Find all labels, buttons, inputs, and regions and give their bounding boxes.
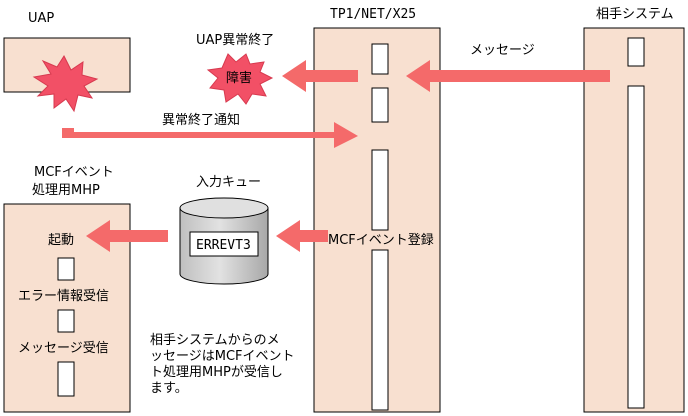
tp1-label: TP1/NET/X25 [330, 7, 416, 22]
message-label: メッセージ [470, 43, 535, 58]
failure-burst [206, 53, 274, 105]
input-queue-label: 入力キュー [196, 175, 261, 190]
error-info-recv-label: エラー情報受信 [18, 289, 109, 304]
partner-label: 相手システム [596, 7, 674, 22]
uap-failure-burst [32, 54, 99, 113]
note-line-2: ッセージはMCFイベント [150, 349, 295, 364]
mcf-event-register-arrow [276, 220, 328, 252]
note-line-3: ト処理用MHPが受信し [150, 365, 283, 380]
message-recv-label: メッセージ受信 [18, 341, 109, 356]
input-queue-top [179, 197, 269, 219]
mcf-event-mhp-label-2: 処理用MHP [32, 183, 100, 198]
note-line-1: 相手システムからのメ [150, 333, 280, 348]
mcf-event-register-label: MCFイベント登録 [328, 233, 434, 248]
mcf-event-mhp-label-1: MCFイベント [34, 165, 114, 180]
abnormal-end-notify-arrow [62, 122, 358, 148]
startup-label: 起動 [48, 233, 74, 248]
failure-arrow [282, 60, 358, 92]
partner-slot-2 [627, 85, 645, 409]
note-line-4: ます。 [150, 381, 188, 396]
failure-label: 障害 [226, 70, 252, 86]
mhp-slot-2 [57, 309, 75, 333]
partner-slot-1 [627, 37, 645, 67]
uap-label: UAP [28, 11, 54, 26]
errevt3-box [189, 231, 259, 257]
abnormal-end-notify-label: 異常終了通知 [162, 112, 240, 128]
errevt3-label: ERREVT3 [196, 238, 251, 253]
tp1-slot-1 [371, 43, 389, 75]
mhp-slot-1 [57, 257, 75, 281]
mhp-slot-3 [57, 361, 75, 397]
tp1-slot-2 [371, 87, 389, 123]
tp1-slot-4 [371, 249, 389, 411]
uap-abnormal-end-label: UAP異常終了 [196, 32, 274, 48]
startup-arrow [86, 220, 168, 252]
message-arrow [406, 60, 610, 92]
tp1-slot-3 [371, 149, 389, 231]
